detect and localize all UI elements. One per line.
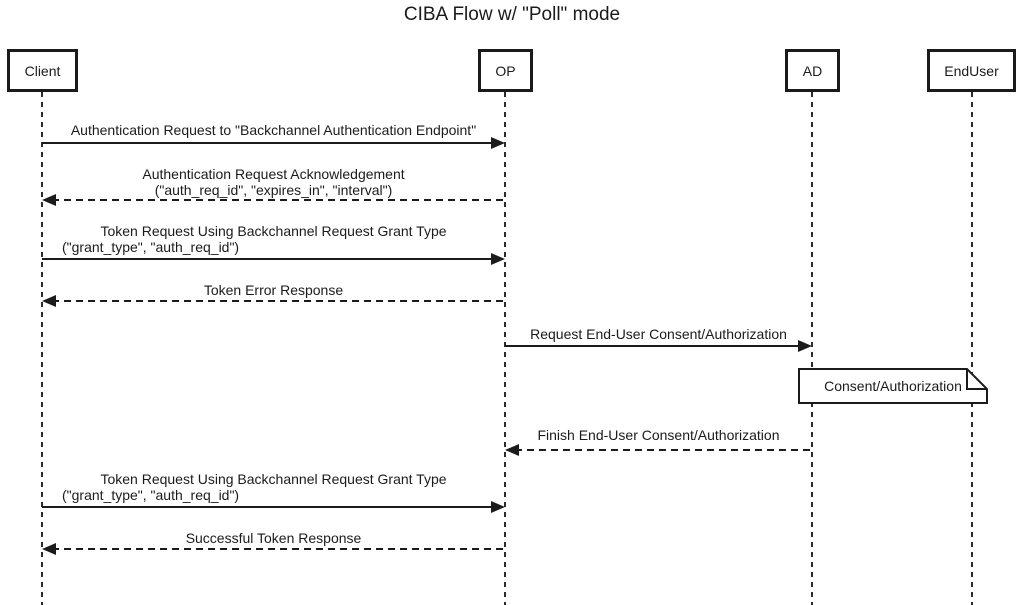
msg-token-request1-line1: Token Request Using Backchannel Request …	[100, 223, 447, 239]
msg-success-token-label: Successful Token Response	[185, 530, 362, 546]
lifeline-op	[504, 92, 506, 605]
arrowhead-left-icon	[505, 444, 519, 456]
arrow-shaft	[42, 506, 495, 508]
msg-token-error-label: Token Error Response	[203, 282, 344, 298]
participant-ad: AD	[785, 49, 840, 92]
msg-token-request2-arrow	[42, 501, 505, 513]
consent-note-label: Consent/Authorization	[824, 378, 962, 394]
msg-request-consent-arrow	[505, 340, 812, 352]
arrow-shaft	[42, 258, 495, 260]
msg-request-consent-label: Request End-User Consent/Authorization	[530, 326, 787, 342]
msg-auth-ack-label: Authentication Request Acknowledgement (…	[42, 166, 505, 198]
consent-note: Consent/Authorization	[798, 368, 988, 404]
lifeline-ad	[811, 92, 813, 605]
arrow-shaft	[52, 300, 505, 302]
arrow-shaft	[42, 142, 495, 144]
arrow-shaft	[52, 548, 505, 550]
arrow-shaft	[515, 449, 812, 451]
diagram-title: CIBA Flow w/ "Poll" mode	[403, 4, 621, 25]
participant-client: Client	[7, 49, 78, 92]
participant-op: OP	[478, 49, 533, 92]
msg-token-request2-line2: ("grant_type", "auth_req_id")	[62, 487, 240, 503]
note-shape-icon	[798, 368, 988, 404]
msg-auth-ack-arrow	[42, 194, 505, 206]
msg-token-request2-line1: Token Request Using Backchannel Request …	[100, 471, 447, 487]
msg-token-request1-line2: ("grant_type", "auth_req_id")	[62, 239, 240, 255]
arrow-shaft	[505, 345, 802, 347]
arrowhead-left-icon	[42, 194, 56, 206]
participant-enduser: EndUser	[927, 49, 1016, 92]
arrowhead-right-icon	[491, 253, 505, 265]
msg-auth-request-arrow	[42, 137, 505, 149]
msg-finish-consent-arrow	[505, 444, 812, 456]
msg-success-token-arrow	[42, 543, 505, 555]
lifeline-enduser	[971, 92, 973, 605]
msg-auth-ack-line2: ("auth_req_id", "expires_in", "interval"…	[154, 182, 393, 198]
msg-auth-ack-line1: Authentication Request Acknowledgement	[142, 166, 405, 182]
arrowhead-left-icon	[42, 543, 56, 555]
arrowhead-right-icon	[491, 501, 505, 513]
arrow-shaft	[52, 199, 505, 201]
msg-token-request1-arrow	[42, 253, 505, 265]
arrowhead-right-icon	[491, 137, 505, 149]
msg-finish-consent-label: Finish End-User Consent/Authorization	[537, 427, 780, 443]
lifeline-client	[41, 92, 43, 605]
msg-auth-request-label: Authentication Request to "Backchannel A…	[70, 122, 477, 138]
msg-token-error-arrow	[42, 295, 505, 307]
arrowhead-left-icon	[42, 295, 56, 307]
arrowhead-right-icon	[798, 340, 812, 352]
